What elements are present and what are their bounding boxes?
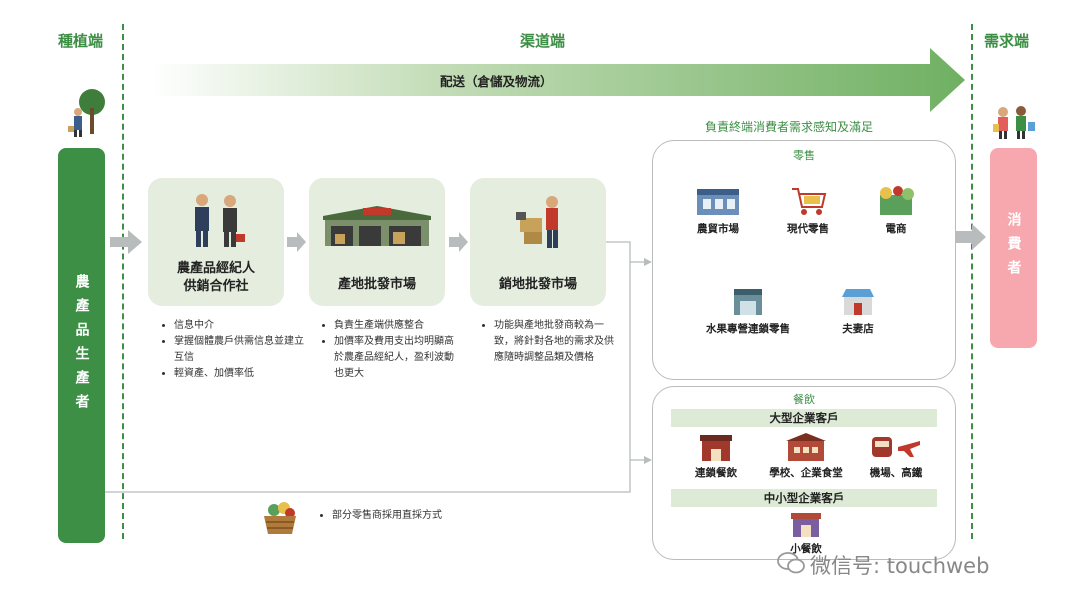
- header-planting: 種植端: [58, 32, 104, 50]
- demand-caption: 負責終端消費者需求感知及滿足: [705, 120, 874, 134]
- worker-icon: [516, 196, 558, 248]
- retail-label: 農貿市場: [697, 223, 739, 235]
- direct-note: 部分零售商採用直採方式: [318, 508, 512, 524]
- retail-item-modern: 現代零售: [753, 185, 863, 236]
- catering-item-canteen: 學校、企業食堂: [751, 433, 861, 480]
- list-item: 部分零售商採用直採方式: [332, 508, 512, 524]
- school-icon: [786, 433, 826, 461]
- logistics-label: 配送（倉儲及物流）: [440, 74, 553, 89]
- market-icon: [697, 189, 739, 215]
- arrow-icon-2: [287, 232, 306, 252]
- stage-broker-bullets: 信息中介 掌握個體農戶供需信息並建立互信 輕資產、加價率低: [160, 318, 304, 382]
- retail-item-farmers-market: 農貿市場: [663, 185, 773, 236]
- catering-label: 機場、高鐵: [869, 467, 923, 479]
- list-item: 輕資產、加價率低: [174, 366, 304, 382]
- retail-panel: 零售 農貿市場 現代零售 電商 水果專營連鎖零售: [652, 140, 956, 380]
- catering-item-small: 小餐飲: [751, 511, 861, 556]
- catering-label: 學校、企業食堂: [769, 467, 843, 479]
- basket-icon: [264, 502, 296, 534]
- stage-sales-market: 銷地批發市場: [470, 178, 606, 306]
- list-item: 掌握個體農戶供需信息並建立互信: [174, 334, 304, 366]
- list-item: 信息中介: [174, 318, 304, 334]
- large-customers-band: 大型企業客戶: [671, 409, 937, 427]
- catering-panel: 餐飲 大型企業客戶 連鎖餐飲 學校、企業食堂 機場、高鐵 中小型企業客戶 小餐飲: [652, 386, 956, 560]
- stage-origin-market: 產地批發市場: [309, 178, 445, 306]
- retail-item-ecommerce: 電商: [841, 185, 951, 236]
- stage-broker-label-2: 供銷合作社: [183, 279, 249, 294]
- broker-icon: [195, 194, 245, 247]
- catering-label: 連鎖餐飲: [695, 467, 737, 479]
- retail-title: 零售: [793, 149, 815, 162]
- ecommerce-icon: [880, 186, 914, 215]
- retail-label: 夫妻店: [842, 323, 874, 335]
- retail-label: 現代零售: [787, 223, 829, 235]
- stage-origin-label: 產地批發市場: [337, 277, 416, 292]
- header-demand: 需求端: [984, 32, 1030, 50]
- restaurant-icon: [700, 435, 732, 461]
- retail-label: 電商: [885, 223, 907, 235]
- list-item: 負責生產端供應整合: [334, 318, 462, 334]
- producer-label: 農產品生產者: [73, 273, 90, 418]
- shopping-cart-icon: [792, 188, 827, 215]
- catering-item-chain: 連鎖餐飲: [661, 433, 771, 480]
- producer-bar: 農產品生產者: [58, 148, 105, 543]
- stage-sales-bullets: 功能與產地批發商較為一致，將針對各地的需求及供應隨時調整品類及價格: [480, 318, 618, 366]
- list-item: 加價率及費用支出均明顯高於農產品經紀人，盈利波動也更大: [334, 334, 462, 382]
- retail-label: 水果專營連鎖零售: [706, 323, 790, 335]
- consumer-label: 消費者: [1005, 212, 1022, 284]
- farmer-icon: [68, 89, 105, 137]
- stage-broker: 農產品經紀人 供銷合作社: [148, 178, 284, 306]
- fruit-store-icon: [734, 289, 762, 315]
- divider-left: [122, 24, 124, 539]
- small-customers-band: 中小型企業客戶: [671, 489, 937, 507]
- arrow-icon-4: [954, 224, 986, 250]
- watermark-text: 微信号: touchweb: [810, 554, 990, 578]
- catering-title: 餐飲: [793, 393, 815, 406]
- retail-item-mom-pop: 夫妻店: [803, 287, 913, 336]
- catering-item-transport: 機場、高鐵: [841, 433, 951, 480]
- divider-right: [971, 24, 973, 539]
- catering-label: 小餐飲: [790, 543, 822, 555]
- stage-sales-label: 銷地批發市場: [498, 277, 577, 292]
- stage-origin-bullets: 負責生產端供應整合 加價率及費用支出均明顯高於農產品經紀人，盈利波動也更大: [320, 318, 462, 382]
- retail-item-fruit-chain: 水果專營連鎖零售: [693, 287, 803, 336]
- logistics-arrow: [150, 48, 965, 112]
- wechat-icon: [777, 552, 805, 574]
- small-restaurant-icon: [791, 513, 821, 537]
- list-item: 功能與產地批發商較為一致，將針對各地的需求及供應隨時調整品類及價格: [494, 318, 618, 366]
- train-plane-icon: [872, 437, 920, 457]
- arrow-icon-3: [449, 232, 468, 252]
- arrow-icon-1: [110, 230, 142, 254]
- small-shop-icon: [842, 289, 874, 315]
- warehouse-icon: [323, 206, 431, 246]
- stage-broker-label-1: 農產品經紀人: [176, 261, 255, 276]
- header-channel: 渠道端: [520, 32, 566, 50]
- consumer-icon: [993, 106, 1035, 139]
- consumer-bar: 消費者: [990, 148, 1037, 348]
